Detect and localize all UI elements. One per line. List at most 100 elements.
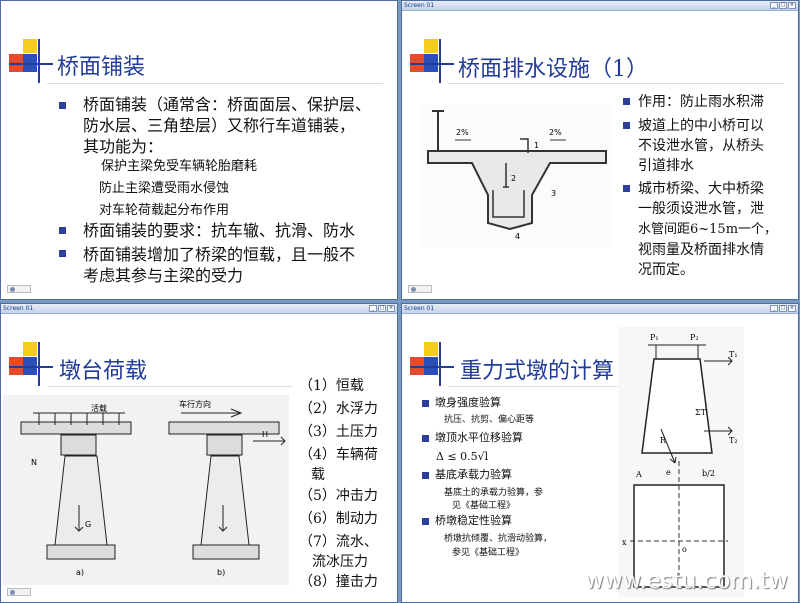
text-line: 桥面铺装（通常含：桥面面层、保护层、 <box>83 95 372 114</box>
title-decoration-icon <box>9 39 53 83</box>
title-decoration-icon <box>410 39 454 83</box>
figure-label: H <box>262 430 268 439</box>
gravity-pier-figure: P₁ P₂ T₁ T₂ ΣT R e b/2 A x o <box>618 327 744 597</box>
text-line: 水管间距6~15m一个， <box>638 222 778 237</box>
slope-label: 2% <box>549 128 562 137</box>
minimize-button[interactable]: _ <box>770 2 778 9</box>
slide-window-1: 桥面铺装 桥面铺装（通常含：桥面面层、保护层、 防水层、三角垫层）又称行车道铺装… <box>0 0 398 300</box>
figure-label: 2 <box>511 174 516 183</box>
bullet <box>422 400 429 407</box>
title-rule <box>448 386 622 387</box>
maximize-button[interactable]: □ <box>378 305 386 312</box>
load-item: （1）恒载 <box>299 378 364 394</box>
figure-label: a) <box>76 568 84 577</box>
check-item: 墩身强度验算 <box>435 396 501 409</box>
title-decoration-icon <box>9 342 53 386</box>
slide-navigation-icon[interactable] <box>7 588 31 596</box>
check-detail: 见《基础工程》 <box>452 501 516 511</box>
text-line: 桥面铺装增加了桥梁的恒载，且一般不 <box>83 245 356 264</box>
slope-label: 2% <box>456 128 469 137</box>
title-rule <box>47 386 292 387</box>
check-detail: 参见《基础工程》 <box>452 548 525 558</box>
text-line: 作用：防止雨水积滞 <box>638 94 764 110</box>
figure-label: ΣT <box>695 408 707 417</box>
bullet <box>623 122 630 129</box>
figure-label: x <box>622 538 627 547</box>
text-line: 不设泄水管，从桥头 <box>638 138 764 154</box>
slide-window-3: Screen 01 _□× 墩台荷载 活载 车行方向 H N G a) b) （1… <box>0 303 398 603</box>
maximize-button[interactable]: □ <box>779 2 787 9</box>
slide-title: 重力式墩的计算 <box>460 359 615 384</box>
window-title: Screen 01 <box>404 305 435 312</box>
figure-label: N <box>31 458 37 467</box>
figure-label: e <box>666 468 671 477</box>
title-rule <box>448 83 784 84</box>
figure-label: b) <box>217 568 225 577</box>
load-item: （5）冲击力 <box>299 488 378 504</box>
slide-title: 墩台荷载 <box>59 359 148 384</box>
title-rule <box>47 83 383 84</box>
figure-label: A <box>635 470 642 479</box>
pier-load-figure: 活载 车行方向 H N G a) b) <box>3 395 289 585</box>
minimize-button[interactable]: _ <box>770 305 778 312</box>
text-line: 防止主梁遭受雨水侵蚀 <box>99 181 230 196</box>
check-item: 桥墩稳定性验算 <box>435 514 512 527</box>
text-line: 其功能为： <box>83 137 164 156</box>
slide-title: 桥面铺装 <box>57 55 146 80</box>
text-line: 视雨量及桥面排水情 <box>638 242 764 258</box>
figure-label: 3 <box>551 189 556 198</box>
figure-label: 4 <box>515 232 520 241</box>
check-detail: 桥墩抗倾覆、抗滑动验算， <box>444 534 553 544</box>
formula: Δ ≤ 0.5√l <box>436 450 489 463</box>
text-line: 坡道上的中小桥可以 <box>638 118 764 134</box>
figure-label: o <box>682 545 687 554</box>
window-titlebar: Screen 01 _□× <box>402 304 798 314</box>
text-line: 一般须设泄水管，泄 <box>638 201 764 217</box>
window-titlebar: Screen 01 _□× <box>1 304 397 314</box>
figure-label: T₁ <box>729 350 738 359</box>
bullet <box>623 185 630 192</box>
text-line: 对车轮荷载起分布作用 <box>99 203 230 218</box>
text-line: 保护主梁免受车辆轮胎磨耗 <box>101 159 258 174</box>
window-titlebar: Screen 01 _□× <box>402 1 798 11</box>
load-item: （8）撞击力 <box>299 574 378 590</box>
maximize-button[interactable]: □ <box>779 305 787 312</box>
bullet <box>59 227 66 234</box>
figure-label: R <box>660 436 667 445</box>
figure-label: P₁ <box>650 333 659 342</box>
close-button[interactable]: × <box>788 2 796 9</box>
load-item: （6）制动力 <box>299 511 378 527</box>
bullet <box>59 250 66 257</box>
window-title: Screen 01 <box>3 305 34 312</box>
load-item: 载 <box>311 467 325 483</box>
minimize-button[interactable]: _ <box>369 305 377 312</box>
text-line: 引道排水 <box>638 158 694 174</box>
text-line: 况而定。 <box>638 262 694 278</box>
figure-label: 活载 <box>91 403 107 413</box>
close-button[interactable]: × <box>788 305 796 312</box>
bullet <box>623 98 630 105</box>
check-item: 墩顶水平位移验算 <box>435 431 523 444</box>
text-line: 城市桥梁、大中桥梁 <box>638 181 764 197</box>
title-decoration-icon <box>410 342 454 386</box>
figure-label: b/2 <box>702 469 715 478</box>
text-line: 防水层、三角垫层）又称行车道铺装， <box>83 116 356 135</box>
figure-label: 1 <box>534 141 539 150</box>
bullet <box>422 518 429 525</box>
text-line: 桥面铺装的要求：抗车辙、抗滑、防水 <box>83 221 356 240</box>
figure-label: G <box>85 520 91 529</box>
check-detail: 基底土的承载力验算，参 <box>444 488 544 498</box>
slide-title: 桥面排水设施（1） <box>458 57 648 82</box>
figure-label: 车行方向 <box>179 399 211 409</box>
bullet <box>422 472 429 479</box>
window-title: Screen 01 <box>404 2 435 9</box>
check-item: 基底承载力验算 <box>435 468 512 481</box>
slide-window-4: Screen 01_□× 重力式墩的计算 墩身强度验算 抗压、抗剪、偏心距等 墩… <box>401 303 799 603</box>
load-item: 流冰压力 <box>312 554 368 570</box>
close-button[interactable]: × <box>387 305 395 312</box>
slide-navigation-icon[interactable] <box>408 285 432 293</box>
bridge-drainage-figure: 2% 2% 1 2 3 4 <box>420 105 612 247</box>
load-item: （7）流水、 <box>299 534 378 550</box>
figure-label: P₂ <box>690 333 699 342</box>
slide-navigation-icon[interactable] <box>7 285 31 293</box>
